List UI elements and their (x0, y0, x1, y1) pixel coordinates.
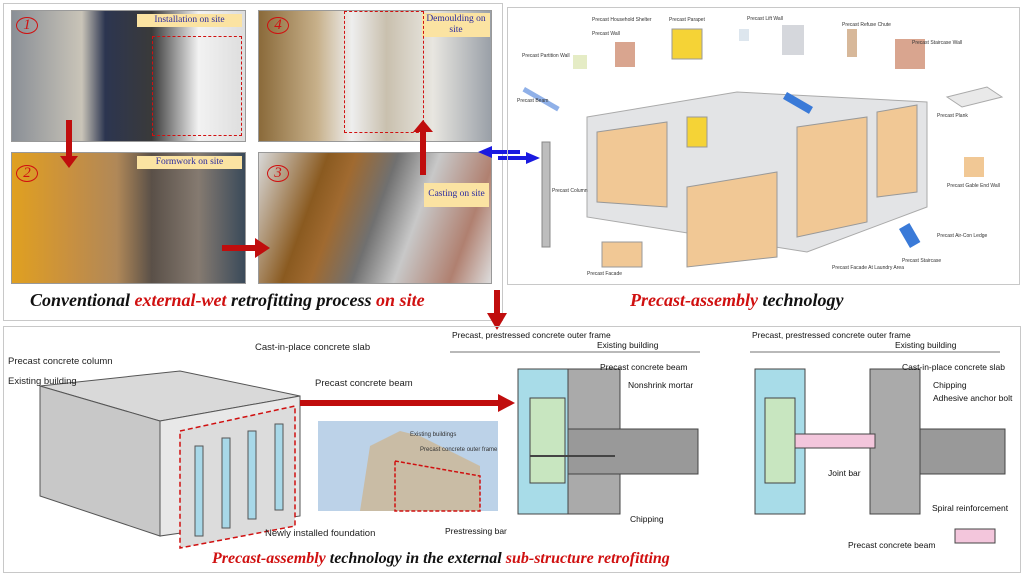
detail1-label-beam: Precast concrete beam (600, 362, 687, 372)
photo-formwork: 2 Formwork on site (11, 152, 246, 284)
label-partition-wall: Precast Partition Wall (522, 53, 570, 59)
caption-part: retrofitting process (226, 290, 377, 310)
arrow-down-1-2 (66, 120, 72, 158)
detail2-existing-label: Existing building (895, 340, 957, 350)
label-staircase-wall: Precast Staircase Wall (912, 40, 962, 46)
label-beam: Precast Beam (517, 98, 548, 104)
caption-highlight: Precast-assembly (212, 550, 326, 567)
caption-highlight: sub-structure retrofitting (505, 550, 670, 567)
arrow-up-3-4 (420, 130, 426, 175)
label-new-foundation: Newly installed foundation (265, 528, 375, 539)
precast-exploded-diagram: Precast Household Shelter Precast Parape… (517, 16, 1004, 277)
label-refuse-chute: Precast Refuse Chute (842, 22, 891, 28)
label-plank: Precast Plank (937, 113, 968, 119)
process-arrows (60, 120, 540, 330)
photo-demoulding: 4 Demoulding on site (258, 10, 492, 142)
step-number: 2 (16, 165, 38, 182)
caption-part: Conventional (30, 290, 135, 310)
caption-highlight: external-wet (134, 290, 227, 310)
label-staircase: Precast Staircase (902, 258, 941, 264)
building-labels: Precast concrete column Existing buildin… (8, 342, 413, 539)
detail1-label-prestressing-bar: Prestressing bar (445, 526, 507, 536)
precast-caption: Precast-assembly technology (630, 290, 843, 311)
label-parapet: Precast Parapet (669, 17, 705, 23)
detail1-label-chipping: Chipping (630, 514, 664, 524)
detail1-frame-label: Precast, prestressed concrete outer fram… (452, 330, 611, 340)
step-number: 4 (267, 17, 289, 34)
detail2-label-precast-beam: Precast concrete beam (848, 540, 935, 550)
component-labels: Precast Household Shelter Precast Parape… (517, 16, 1000, 277)
conventional-process-panel (3, 3, 503, 321)
building-photo: Existing buildings Precast concrete oute… (318, 421, 498, 512)
label-wall: Precast Wall (592, 31, 620, 37)
step-number: 1 (16, 17, 38, 34)
label-facade-laundry: Precast Facade At Laundry Area (832, 265, 904, 271)
detail-2: Precast, prestressed concrete outer fram… (750, 330, 1013, 550)
substructure-diagram: Precast concrete column Existing buildin… (8, 330, 1013, 550)
step-label: Demoulding on site (422, 13, 490, 37)
photo-label-existing: Existing buildings (410, 432, 456, 438)
building-core (541, 91, 928, 268)
arrow-down-to-bottom (494, 290, 500, 315)
label-precast-column: Precast concrete column (8, 356, 113, 367)
step-label: Installation on site (137, 14, 242, 27)
arrow-to-detail (300, 394, 515, 412)
bidirectional-arrow-icon (478, 146, 540, 164)
substructure-caption: Precast-assembly technology in the exter… (212, 550, 670, 568)
highlight-box (152, 36, 242, 136)
photo-label-outer-frame: Precast concrete outer frame (420, 447, 498, 453)
label-air-con-ledge: Precast Air-Con Ledge (937, 233, 988, 239)
label-household-shelter: Precast Household Shelter (592, 17, 652, 23)
label-precast-beam: Precast concrete beam (315, 378, 413, 389)
step-number: 3 (267, 165, 289, 182)
label-facade: Precast Facade (587, 271, 622, 277)
caption-highlight: Precast-assembly (630, 290, 758, 310)
caption-part: technology in the external (325, 550, 506, 567)
arrow-right-2-3 (222, 245, 257, 251)
photo-casting: 3 Casting on site (258, 152, 492, 284)
label-lift-wall: Precast Lift Wall (747, 16, 783, 22)
step-label: Casting on site (424, 183, 489, 207)
photo-installation: 1 Installation on site (11, 10, 246, 142)
precast-diagram-panel (507, 7, 1020, 285)
label-existing-building: Existing building (8, 376, 77, 387)
highlight-box (344, 11, 424, 133)
detail1-existing-label: Existing building (597, 340, 659, 350)
component-parts (522, 25, 1004, 268)
conventional-caption: Conventional external-wet retrofitting p… (30, 290, 425, 311)
label-gable-end-wall: Precast Gable End Wall (947, 183, 1000, 189)
caption-highlight: on site (376, 290, 425, 310)
label-cast-slab: Cast-in-place concrete slab (255, 342, 370, 353)
detail2-label-cast-slab: Cast-in-place concrete slab (902, 362, 1005, 372)
step-label: Formwork on site (137, 156, 242, 169)
detail2-label-chipping: Chipping (933, 380, 967, 390)
building-3d (39, 370, 301, 549)
substructure-panel (3, 326, 1021, 573)
detail-1: Precast, prestressed concrete outer fram… (445, 330, 700, 536)
detail2-frame-label: Precast, prestressed concrete outer fram… (752, 330, 911, 340)
label-column: Precast Column (552, 188, 588, 194)
caption-part: technology (757, 290, 844, 310)
detail2-label-spiral: Spiral reinforcement (932, 503, 1009, 513)
detail2-label-anchor-bolt: Adhesive anchor bolt (933, 393, 1013, 403)
detail1-label-mortar: Nonshrink mortar (628, 380, 693, 390)
detail2-label-joint-bar: Joint bar (828, 468, 861, 478)
